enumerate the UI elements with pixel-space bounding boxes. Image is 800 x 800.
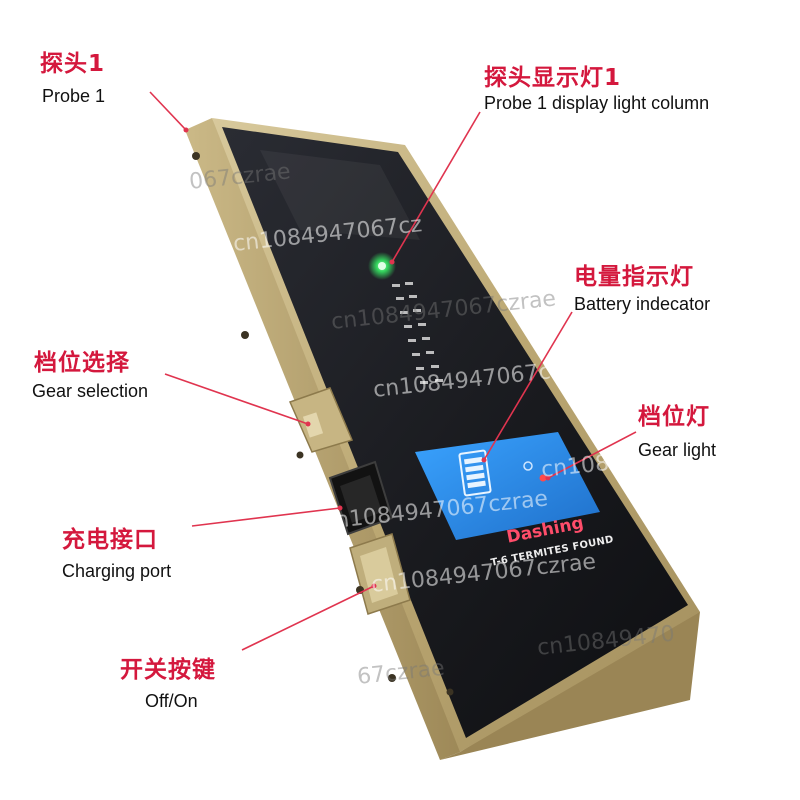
arrow-probe bbox=[149, 91, 187, 131]
status-display-panel bbox=[415, 432, 600, 540]
arrow-gear-select bbox=[164, 373, 309, 425]
callout-battery-cn: 电量指示灯 bbox=[574, 264, 694, 290]
callout-probe-en: Probe 1 bbox=[42, 86, 106, 106]
device-screen bbox=[222, 127, 688, 738]
gear-light-ring-icon bbox=[523, 461, 533, 471]
led-segment bbox=[412, 353, 420, 356]
callout-power-en: Off/On bbox=[145, 691, 198, 711]
arrow-probe-light bbox=[391, 111, 481, 263]
callout-probe-cn: 探头1 bbox=[40, 51, 106, 77]
arrow-battery bbox=[483, 311, 573, 461]
led-segment bbox=[392, 284, 400, 287]
led-segment bbox=[409, 295, 417, 298]
callout-charging-en: Charging port bbox=[62, 561, 172, 581]
led-segment bbox=[418, 323, 426, 326]
led-segment bbox=[416, 367, 424, 370]
probe-led-active bbox=[378, 262, 386, 270]
screw-icon bbox=[296, 451, 304, 459]
callout-gear-select-cn: 档位选择 bbox=[34, 350, 130, 376]
led-segment bbox=[426, 351, 434, 354]
gear-light-led bbox=[539, 474, 547, 482]
callout-probe-light-cn: 探头显示灯1 bbox=[484, 65, 622, 91]
callout-charging-cn: 充电接口 bbox=[62, 527, 158, 553]
led-segment bbox=[422, 337, 430, 340]
callout-power-cn: 开关按键 bbox=[120, 657, 216, 683]
screw-icon bbox=[388, 674, 396, 682]
led-segment bbox=[431, 365, 439, 368]
probe-led-column bbox=[368, 252, 443, 384]
callout-probe-light-en: Probe 1 display light column bbox=[484, 93, 710, 113]
screw-icon bbox=[241, 331, 249, 339]
battery-indicator-icon bbox=[458, 449, 492, 497]
callout-gear-light-en: Gear light bbox=[638, 440, 717, 460]
callout-arrows bbox=[149, 91, 637, 651]
glass-reflection bbox=[260, 150, 420, 240]
arrow-heads bbox=[183, 127, 551, 589]
callout-gear-select-en: Gear selection bbox=[32, 381, 149, 401]
screw-icon bbox=[446, 688, 454, 696]
gear-selector-switch[interactable] bbox=[288, 387, 354, 453]
led-segment bbox=[408, 339, 416, 342]
screw-icon bbox=[192, 152, 200, 160]
led-segment bbox=[435, 379, 443, 382]
led-segment bbox=[404, 325, 412, 328]
charging-port bbox=[328, 460, 394, 536]
arrow-charging bbox=[191, 507, 341, 527]
led-segment bbox=[405, 282, 413, 285]
led-segment bbox=[400, 311, 408, 314]
led-segment bbox=[413, 309, 421, 312]
arrow-gear-light bbox=[547, 431, 637, 479]
led-segment bbox=[396, 297, 404, 300]
screws bbox=[192, 152, 454, 696]
callout-gear-light-cn: 档位灯 bbox=[638, 404, 710, 430]
arrow-power bbox=[241, 585, 375, 651]
callout-battery-en: Battery indecator bbox=[574, 294, 711, 314]
led-segment bbox=[420, 381, 428, 384]
